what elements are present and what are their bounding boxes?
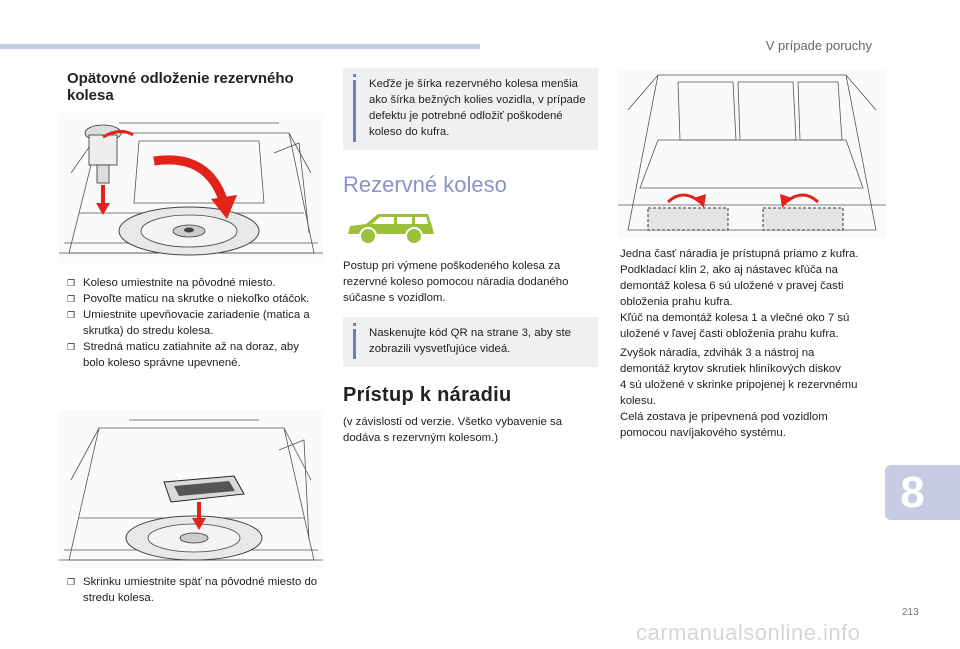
info-icon: [353, 323, 356, 326]
illustration-tool-box-on-wheel: [59, 410, 323, 568]
header-bar: [0, 44, 480, 49]
note-wheel-width: Keďže je šírka rezervného kolesa menšia …: [343, 68, 598, 150]
bullet-marker-icon: ❒: [67, 577, 76, 587]
note-text: Keďže je šírka rezervného kolesa menšia …: [369, 78, 586, 138]
tool-access-paragraph: (v závislosti od verzie. Všetko vybaveni…: [343, 416, 563, 444]
car-estate-icon: [346, 208, 436, 248]
heading-tool-access: Prístup k náradiu: [343, 384, 512, 406]
tools-location-paragraph-1: Jedna časť náradia je prístupná priamo z…: [620, 248, 859, 340]
page-number: 213: [902, 607, 919, 618]
list-item: ❒Koleso umiestnite na pôvodné miesto.: [67, 277, 276, 289]
bullet-marker-icon: ❒: [67, 278, 76, 288]
chapter-number: 8: [900, 468, 925, 517]
watermark: carmanualsonline.info: [636, 620, 861, 645]
bullet-marker-icon: ❒: [67, 294, 76, 304]
spare-wheel-paragraph: Postup pri výmene poškodeného kolesa za …: [343, 260, 569, 304]
list-item: ❒Skrinku umiestnite späť na pôvodné mies…: [67, 576, 318, 604]
heading-restore-spare-wheel: Opätovné odloženie rezervného kolesa: [67, 70, 294, 104]
info-bar-icon: [353, 80, 356, 142]
illustration-spare-wheel-trunk: [59, 113, 323, 263]
list-item: ❒Stredná maticu zatiahnite až na doraz, …: [67, 341, 299, 369]
list-item: ❒Umiestnite upevňovacie zariadenie (mati…: [67, 309, 310, 337]
bullet-marker-icon: ❒: [67, 342, 76, 352]
heading-spare-wheel: Rezervné koleso: [343, 172, 507, 197]
illustration-trunk-tool-compartments: [618, 70, 886, 238]
section-title: V prípade poruchy: [765, 38, 872, 53]
note-text: Naskenujte kód QR na strane 3, aby ste z…: [369, 327, 571, 355]
restore-steps-list: ❒Koleso umiestnite na pôvodné miesto. ❒P…: [67, 275, 322, 371]
chapter-tab: 8: [885, 465, 960, 520]
info-icon: [353, 74, 356, 77]
list-item: ❒Povoľte maticu na skrutke o niekoľko ot…: [67, 293, 310, 305]
tools-location-paragraph-2: Zvyšok náradia, zdvihák 3 a nástroj na d…: [620, 347, 858, 439]
bullet-marker-icon: ❒: [67, 310, 76, 320]
info-bar-icon: [353, 329, 356, 359]
note-qr-code: Naskenujte kód QR na strane 3, aby ste z…: [343, 317, 598, 367]
box-steps-list: ❒Skrinku umiestnite späť na pôvodné mies…: [67, 574, 322, 606]
